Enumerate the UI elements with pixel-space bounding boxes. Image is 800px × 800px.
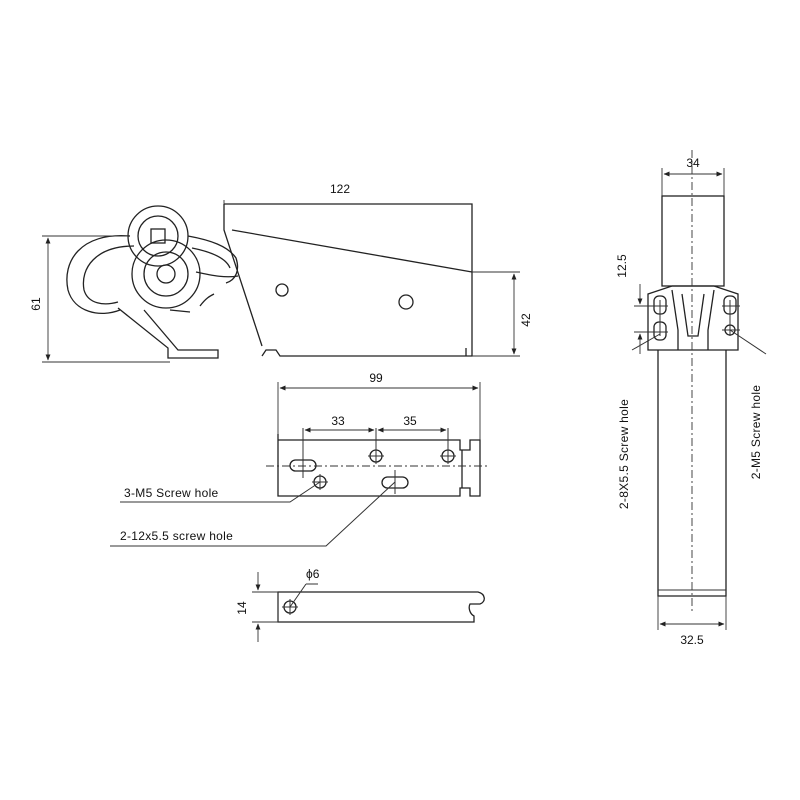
dim-14: 14 — [235, 601, 249, 615]
dim-phi6: ϕ6 — [306, 567, 320, 581]
label-2-slot-screw-hole: 2-12x5.5 screw hole — [120, 529, 233, 543]
label-3-m5-screw-hole: 3-M5 Screw hole — [124, 486, 219, 500]
dim-12-5: 12.5 — [615, 254, 629, 278]
front-view: 34 12.5 32.5 2-8X5.5 Screw hole 2-M5 Scr… — [615, 150, 767, 647]
dim-99: 99 — [369, 371, 383, 385]
label-2-m5-screw-hole: 2-M5 Screw hole — [749, 385, 763, 480]
plate-top-view: 99 33 35 3-M5 Screw hole 2-12x5.5 screw … — [110, 371, 488, 547]
dim-35: 35 — [403, 414, 417, 428]
dim-32-5: 32.5 — [680, 633, 704, 647]
label-2-8x5-5-screw-hole: 2-8X5.5 Screw hole — [617, 399, 631, 509]
dim-122: 122 — [330, 182, 350, 196]
dim-61: 61 — [29, 297, 43, 311]
dim-33: 33 — [331, 414, 345, 428]
dim-34: 34 — [686, 156, 700, 170]
plate-side-view: ϕ6 14 — [235, 567, 485, 642]
dim-42: 42 — [519, 313, 533, 327]
side-view: 122 61 42 — [29, 182, 533, 363]
